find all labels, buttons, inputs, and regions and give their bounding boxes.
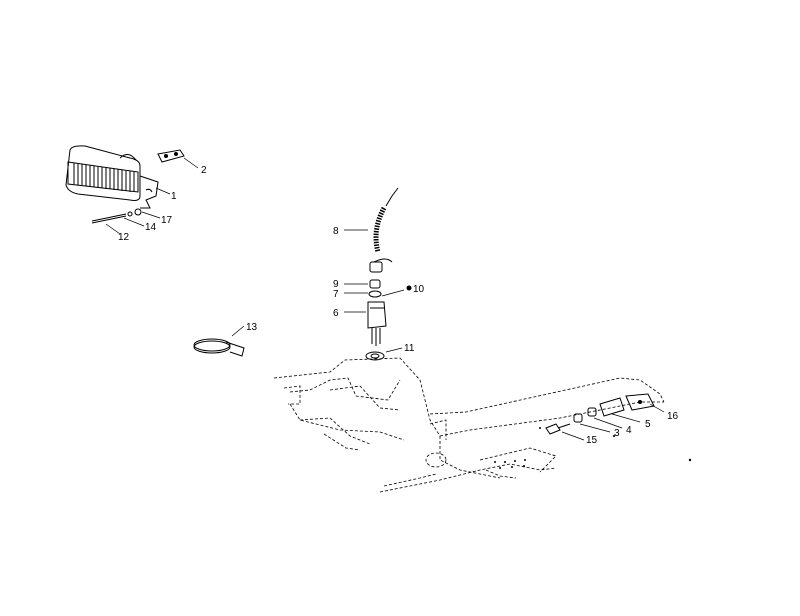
callout-12: 12 bbox=[118, 232, 130, 243]
washer-part bbox=[365, 347, 403, 361]
callout-15: 15 bbox=[586, 435, 598, 446]
ignition-switch bbox=[344, 301, 387, 346]
callout-2: 2 bbox=[201, 165, 207, 176]
callout-13: 13 bbox=[246, 322, 258, 333]
headlamp-assembly bbox=[65, 145, 171, 209]
vehicle-frame bbox=[273, 357, 692, 493]
switch-small-parts bbox=[344, 261, 412, 298]
callout-9: 9 bbox=[333, 279, 339, 290]
callout-7: 7 bbox=[333, 289, 339, 300]
callout-14: 14 bbox=[145, 222, 157, 233]
callout-10: 10 bbox=[413, 284, 425, 295]
callout-8: 8 bbox=[333, 226, 339, 237]
callout-17: 17 bbox=[161, 215, 173, 226]
callout-11: 11 bbox=[404, 343, 415, 354]
coiled-cable bbox=[344, 187, 399, 263]
bracket-part bbox=[157, 149, 199, 169]
strap-part bbox=[193, 325, 245, 357]
screw-parts bbox=[91, 208, 161, 235]
callout-3: 3 bbox=[614, 428, 620, 439]
callout-4: 4 bbox=[626, 425, 632, 436]
connector-parts bbox=[545, 393, 665, 441]
callout-5: 5 bbox=[645, 419, 651, 430]
callout-16: 16 bbox=[667, 411, 679, 422]
callout-6: 6 bbox=[333, 308, 339, 319]
callout-1: 1 bbox=[171, 191, 177, 202]
